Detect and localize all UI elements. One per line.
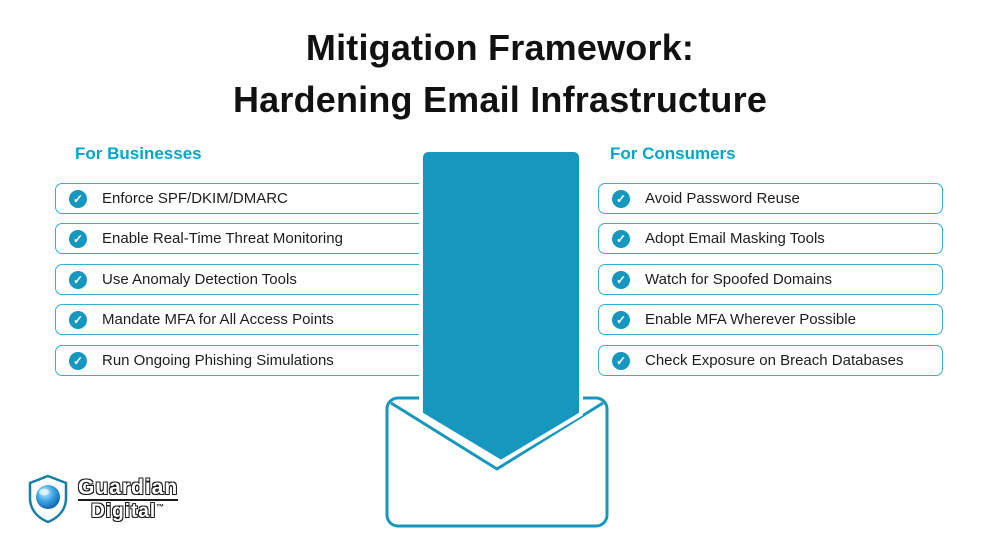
check-circle-icon: ✓ [612, 310, 630, 329]
check-circle-icon: ✓ [612, 270, 630, 289]
shield-icon [28, 474, 68, 524]
business-column-header: For Businesses [75, 144, 202, 163]
check-circle-icon: ✓ [69, 270, 87, 289]
list-item-label: Check Exposure on Breach Databases [645, 352, 904, 369]
check-circle-icon: ✓ [69, 310, 87, 329]
check-circle-icon: ✓ [612, 189, 630, 208]
check-circle-icon: ✓ [69, 189, 87, 208]
list-item: ✓ Adopt Email Masking Tools [598, 223, 943, 254]
list-item: ✓ Use Anomaly Detection Tools [55, 264, 448, 295]
list-item-label: Enable MFA Wherever Possible [645, 311, 856, 328]
logo-word-digital: Digital™ [91, 501, 166, 522]
check-circle-icon: ✓ [69, 351, 87, 370]
check-circle-icon: ✓ [69, 229, 87, 248]
list-item: ✓ Check Exposure on Breach Databases [598, 345, 943, 376]
check-circle-icon: ✓ [612, 351, 630, 370]
logo-wordmark: Guardian Digital™ [78, 476, 179, 522]
list-item-label: Enforce SPF/DKIM/DMARC [102, 190, 288, 207]
page-title: Mitigation Framework: Hardening Email In… [0, 22, 1000, 126]
list-item-label: Avoid Password Reuse [645, 190, 800, 207]
list-item: ✓ Watch for Spoofed Domains [598, 264, 943, 295]
list-item-label: Enable Real-Time Threat Monitoring [102, 230, 343, 247]
page-title-line2: Hardening Email Infrastructure [232, 79, 768, 121]
envelope-body [385, 396, 609, 528]
trademark-symbol: ™ [156, 502, 166, 512]
list-item: ✓ Run Ongoing Phishing Simulations [55, 345, 448, 376]
envelope-flap-lines [390, 401, 604, 471]
list-item-label: Mandate MFA for All Access Points [102, 311, 334, 328]
list-item: ✓ Enforce SPF/DKIM/DMARC [55, 183, 448, 214]
list-item-label: Watch for Spoofed Domains [645, 271, 833, 288]
logo-word-guardian: Guardian [78, 476, 179, 501]
list-item: ✓ Avoid Password Reuse [598, 183, 943, 214]
page-title-line1: Mitigation Framework: [305, 27, 695, 68]
list-item: ✓ Enable MFA Wherever Possible [598, 304, 943, 335]
list-item-label: Adopt Email Masking Tools [645, 230, 825, 247]
list-item: ✓ Enable Real-Time Threat Monitoring [55, 223, 448, 254]
list-item: ✓ Mandate MFA for All Access Points [55, 304, 448, 335]
list-item-label: Use Anomaly Detection Tools [102, 271, 297, 288]
check-circle-icon: ✓ [612, 229, 630, 248]
consumer-column-header: For Consumers [610, 144, 736, 163]
list-item-label: Run Ongoing Phishing Simulations [102, 352, 334, 369]
guardian-digital-logo: Guardian Digital™ [26, 474, 179, 524]
